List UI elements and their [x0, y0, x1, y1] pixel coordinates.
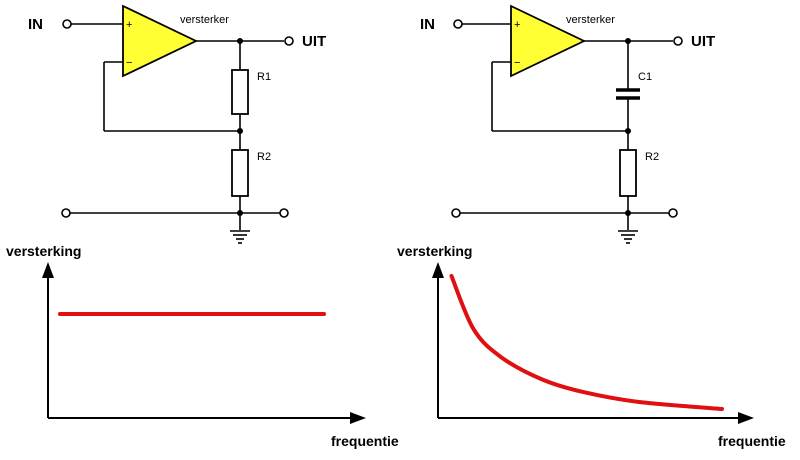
- left-output-terminal: [284, 36, 294, 46]
- right-graph: versterking frequentie: [397, 243, 786, 449]
- right-amplifier: [510, 4, 587, 78]
- right-output-label: UIT: [691, 33, 715, 50]
- left-bottom-terminal-in: [61, 208, 71, 218]
- left-amplifier: [122, 4, 199, 78]
- left-amp-minus: −: [126, 57, 132, 69]
- left-ground-node: [237, 210, 243, 216]
- left-graph-y-arrow: [42, 262, 54, 278]
- right-amp-minus: −: [514, 57, 520, 69]
- right-resistor-r2: [619, 149, 637, 197]
- left-graph: versterking frequentie: [6, 243, 399, 449]
- left-resistor-r2: [231, 149, 249, 197]
- right-input-terminal: [453, 19, 463, 29]
- left-r2-label: R2: [257, 151, 271, 163]
- left-r1-label: R1: [257, 71, 271, 83]
- right-r2-label: R2: [645, 151, 659, 163]
- left-output-label: UIT: [302, 33, 326, 50]
- right-graph-xlabel: frequentie: [718, 433, 786, 449]
- left-input-terminal: [62, 19, 72, 29]
- right-graph-ylabel: versterking: [397, 243, 472, 259]
- right-bottom-terminal-out: [668, 208, 678, 218]
- left-amp-plus: +: [126, 19, 132, 31]
- left-resistor-r1: [231, 69, 249, 115]
- left-graph-ylabel: versterking: [6, 243, 81, 259]
- left-circuit: IN + − versterker UIT R1 R2: [28, 4, 326, 244]
- right-amp-plus: +: [514, 19, 520, 31]
- right-graph-x-arrow: [738, 412, 754, 424]
- right-graph-gain-curve: [449, 274, 724, 411]
- left-graph-x-arrow: [350, 412, 366, 424]
- left-input-label: IN: [28, 16, 43, 33]
- right-circuit: IN + − versterker UIT C1 R2: [420, 4, 715, 244]
- right-feedback-node: [625, 128, 631, 134]
- right-output-terminal: [673, 36, 683, 46]
- left-ground-symbol: [230, 230, 250, 244]
- left-feedback-node: [237, 128, 243, 134]
- left-graph-xlabel: frequentie: [331, 433, 399, 449]
- right-amp-label: versterker: [566, 14, 615, 26]
- right-capacitor-c1: [616, 88, 640, 100]
- right-ground-symbol: [618, 230, 638, 244]
- right-c1-label: C1: [638, 71, 652, 83]
- right-ground-node: [625, 210, 631, 216]
- left-bottom-terminal-out: [279, 208, 289, 218]
- right-input-label: IN: [420, 16, 435, 33]
- left-amp-label: versterker: [180, 14, 229, 26]
- right-bottom-terminal-in: [451, 208, 461, 218]
- right-graph-y-arrow: [432, 262, 444, 278]
